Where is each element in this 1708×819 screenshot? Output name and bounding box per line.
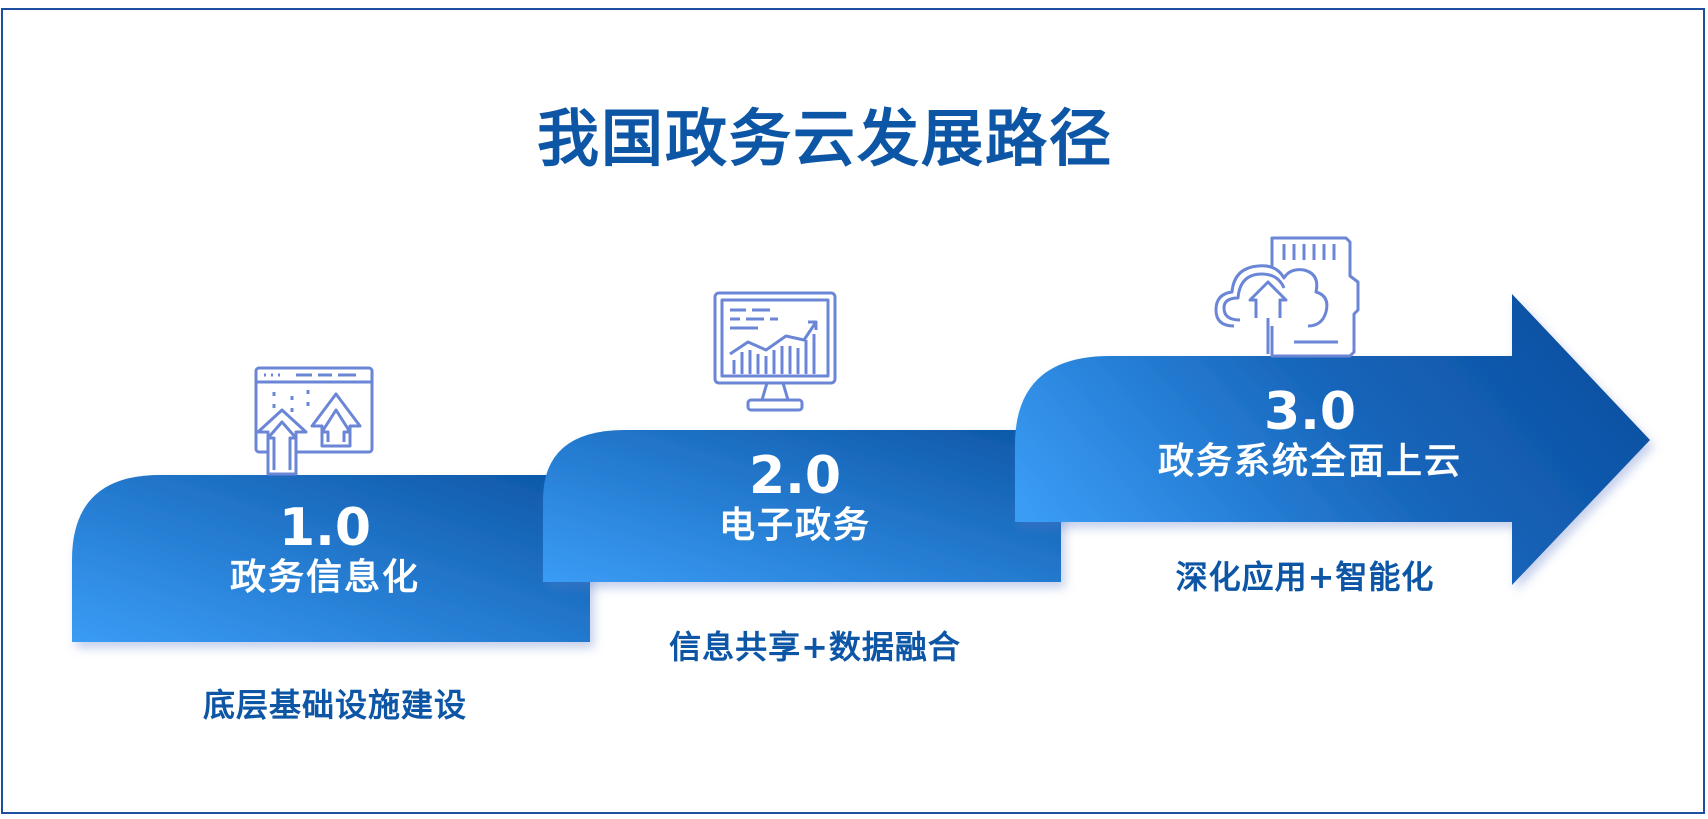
step1-label: 1.0 政务信息化: [190, 500, 460, 600]
step1-name: 政务信息化: [229, 557, 420, 598]
browser-upload-icon: [254, 366, 374, 476]
monitor-chart-icon: [713, 291, 837, 412]
step2-label: 2.0 电子政务: [660, 448, 930, 548]
step2-desc: 信息共享+数据融合: [669, 628, 961, 666]
step2-name: 电子政务: [718, 505, 871, 546]
cloud-upload-card-icon: [1214, 236, 1360, 358]
step2-block: [543, 430, 1061, 582]
step3-version: 3.0: [1263, 382, 1357, 442]
step1-desc: 底层基础设施建设: [202, 686, 467, 724]
diagram-frame: [1, 8, 1705, 814]
step3-name: 政务系统全面上云: [1157, 441, 1462, 482]
step1-block: [72, 475, 590, 642]
page-title: 我国政务云发展路径: [536, 102, 1113, 175]
step1-version: 1.0: [278, 498, 372, 558]
step3-label: 3.0 政务系统全面上云: [1120, 384, 1500, 484]
step3-arrow: [1015, 294, 1650, 585]
step2-version: 2.0: [748, 446, 842, 506]
step3-desc: 深化应用+智能化: [1175, 558, 1435, 596]
